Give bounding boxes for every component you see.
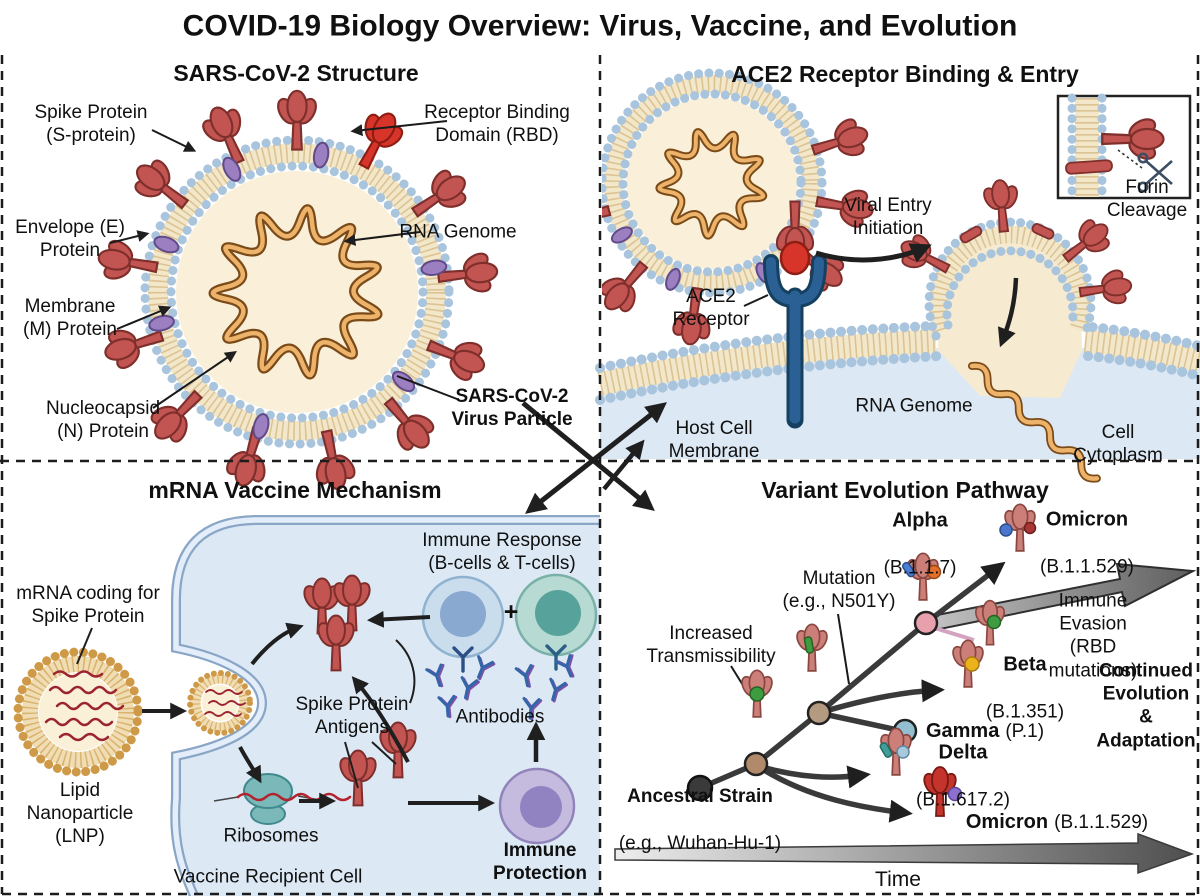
increased-transmissibility-label: Increased Transmissibility [646,622,776,667]
vaccine-arrows [76,611,546,812]
delta-label: Delta (B.1.617.2) [916,741,1010,811]
vaccine-title: mRNA Vaccine Mechanism [148,476,442,503]
recipient-cell-label: Vaccine Recipient Cell [173,866,363,888]
beta-label: Beta (B.1.351) [985,653,1065,723]
gamma-label: Gamma(P.1) [925,719,1045,742]
entry-title: ACE2 Receptor Binding & Entry [731,60,1079,87]
ribosomes-label: Ribosomes [223,825,319,847]
structure-callout-lines [109,120,769,409]
immune-cells-graphic [421,573,598,845]
spike-protein-label: Spike Protein (S-protein) [34,101,148,146]
mrna-label: mRNA coding for Spike Protein [16,582,160,627]
omicron-top-label: Omicron (B.1.1.529) [1040,508,1134,578]
quadrant-dividers [0,55,1200,896]
furin-cleavage-label: Furin Cleavage [1106,176,1188,221]
page-title: COVID-19 Biology Overview: Virus, Vaccin… [182,9,1018,43]
scissors-icon [1137,152,1173,193]
evolution-title: Variant Evolution Pathway [761,476,1049,503]
continued-evolution-label: Continued Evolution & Adaptation [1096,660,1196,752]
time-label: Time [875,868,921,892]
immune-evasion-label: Immune Evasion (RBD mutations) [1048,590,1138,682]
virus-approaching-graphic [602,68,878,349]
antibodies-label: Antibodies [455,706,545,728]
entry-rna-label: RNA Genome [855,395,973,417]
host-cell-membrane-graphic [595,177,1200,483]
evolution-tree-graphic [614,503,1197,875]
plus-sign: + [503,597,519,626]
furin-cleavage-inset [1056,93,1192,202]
immune-response-label: Immune Response (B-cells & T-cells) [422,529,582,574]
omicron-bottom-label: Omicron(B.1.1.529) [965,810,1149,833]
ancestral-label: Ancestral Strain (e.g., Wuhan-Hu-1) [618,786,782,854]
rbd-label: Receptor Binding Domain (RBD) [424,101,570,146]
ace2-receptor-graphic [763,200,827,429]
host-membrane-label: Host Cell Membrane [668,417,760,462]
time-arrow [614,832,1195,875]
ancestral-node [686,774,714,802]
antigens-label: Spike Protein Antigens [295,693,409,738]
structure-title: SARS-CoV-2 Structure [173,59,419,86]
virus-particle-label: SARS-CoV-2 Virus Particle [451,385,573,430]
ace2-label: ACE2 Receptor [672,285,750,330]
viral-entry-arrow [815,243,932,263]
envelope-label: Envelope (E) Protein [15,216,125,261]
quadrant-cross-arrows [521,401,667,514]
mutation-label: Mutation (e.g., N501Y) [782,567,896,612]
alpha-label: Alpha (B.1.1.7) [883,509,957,579]
lnp-label: Lipid Nanoparticle (LNP) [26,780,134,848]
lipid-nanoparticle-graphic [13,647,143,777]
viral-entry-label: Viral Entry Initiation [844,194,932,239]
membrane-protein-label: Membrane (M) Protein [23,295,117,340]
cytoplasm-label: Cell Cytoplasm [1073,421,1163,466]
small-lnp-graphic [187,670,253,736]
immune-protection-label: Immune Protection [493,839,587,884]
rna-genome-label: RNA Genome [399,221,517,243]
nucleocapsid-label: Nucleocapsid (N) Protein [45,397,161,442]
